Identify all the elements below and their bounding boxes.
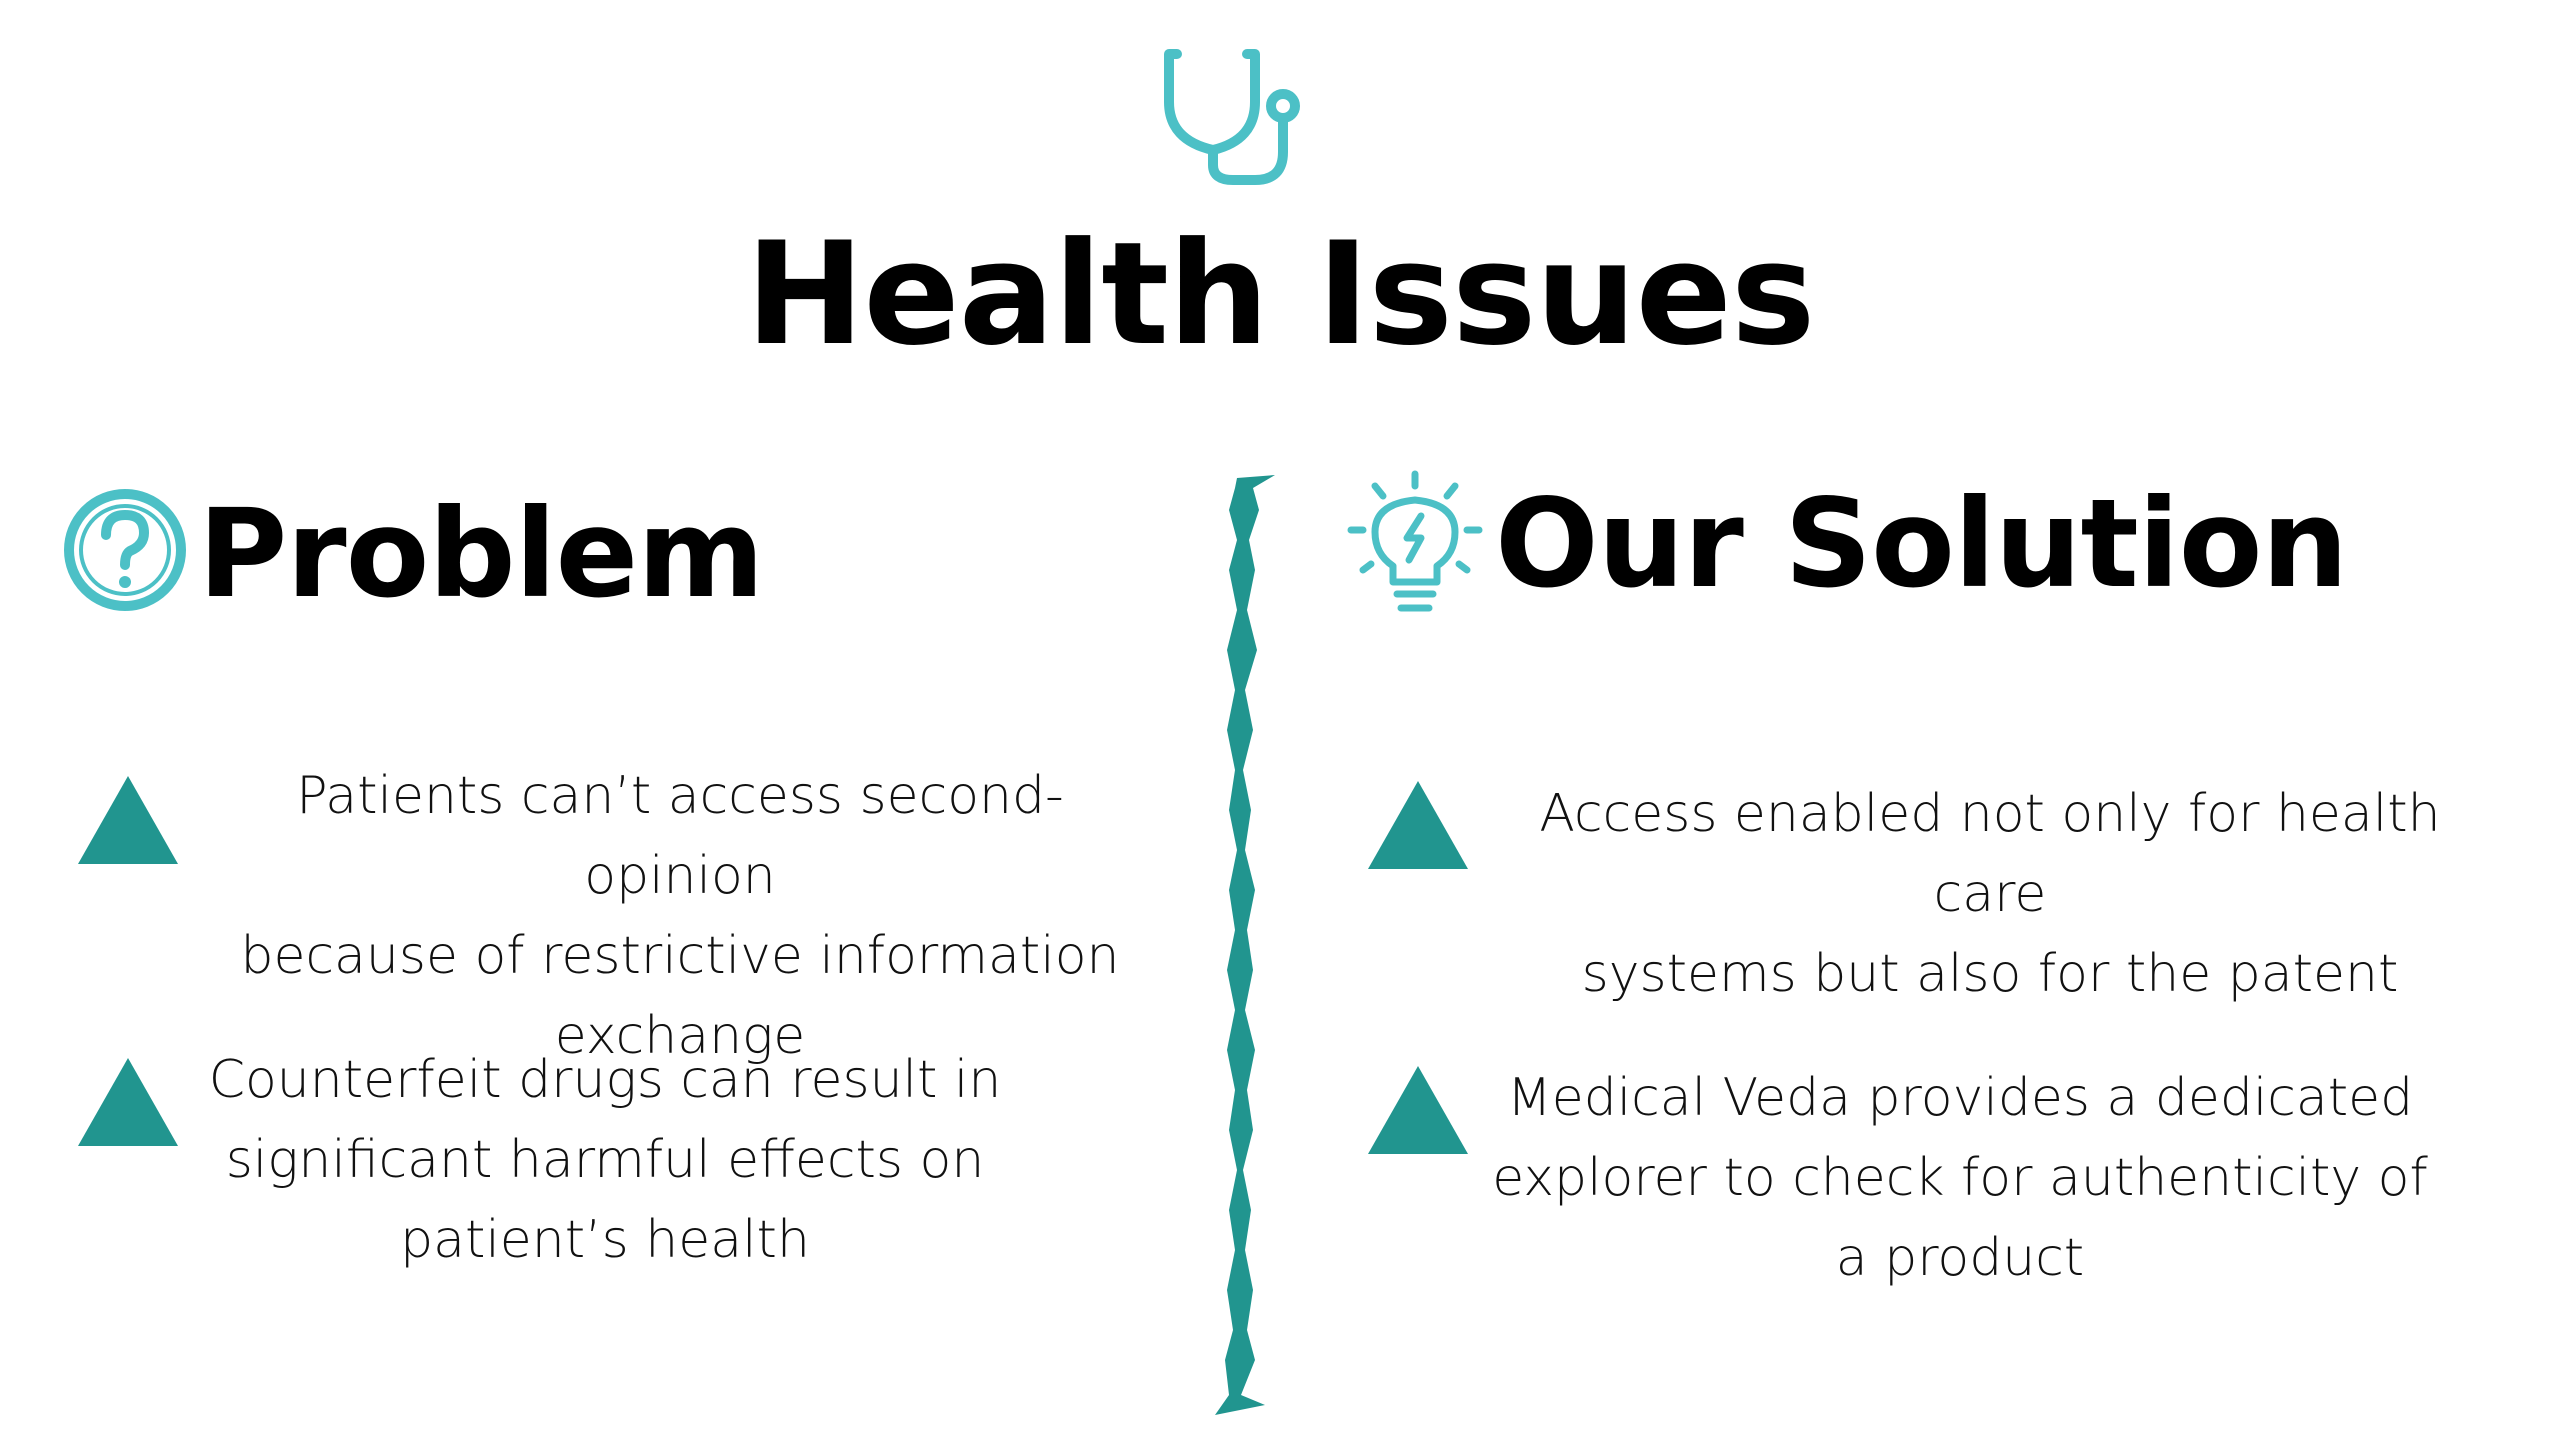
problem-item-1: Patients can’t access second-opinion bec… [240, 766, 1120, 1066]
section-divider [1215, 475, 1275, 1415]
problem-bullet-1-triangle [78, 776, 178, 864]
stethoscope-icon [1164, 49, 1300, 185]
problem-bullet-2-triangle [78, 1058, 178, 1146]
lightbulb-icon [1347, 470, 1483, 612]
solution-heading: Our Solution [1495, 473, 2348, 615]
page-title: Health Issues [745, 212, 1816, 377]
problem-heading: Problem [198, 483, 764, 625]
problem-item-2: Counterfeit drugs can result in signific… [208, 1050, 1002, 1270]
solution-bullet-1-triangle [1368, 781, 1468, 869]
solution-bullet-2-triangle [1368, 1066, 1468, 1154]
question-circle-icon [64, 489, 186, 611]
solution-item-1: Access enabled not only for health care … [1539, 784, 2441, 1004]
solution-item-2: Medical Veda provides a dedicated explor… [1492, 1068, 2428, 1288]
